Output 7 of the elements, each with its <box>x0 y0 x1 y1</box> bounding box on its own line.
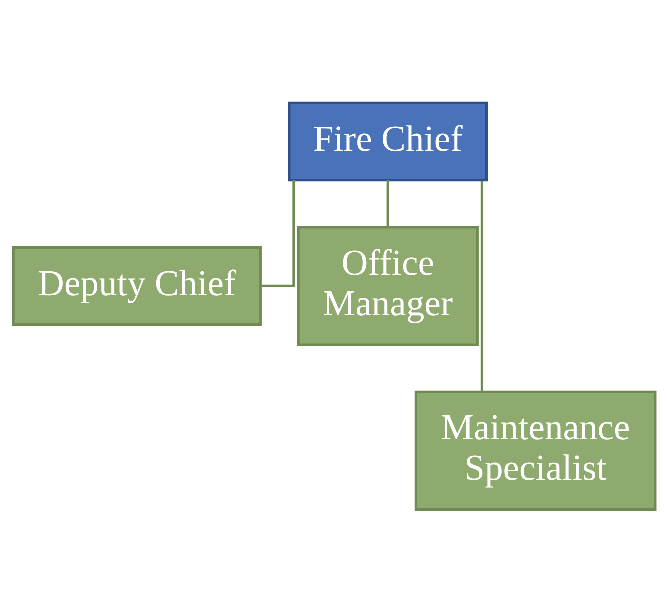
connector <box>480 180 484 392</box>
connector <box>260 180 296 288</box>
node-box: Office Manager <box>297 226 479 346</box>
node-box: Fire Chief <box>288 102 488 182</box>
node-box: Maintenance Specialist <box>414 390 657 512</box>
node-box: Deputy Chief <box>12 246 262 326</box>
connector <box>386 180 390 228</box>
